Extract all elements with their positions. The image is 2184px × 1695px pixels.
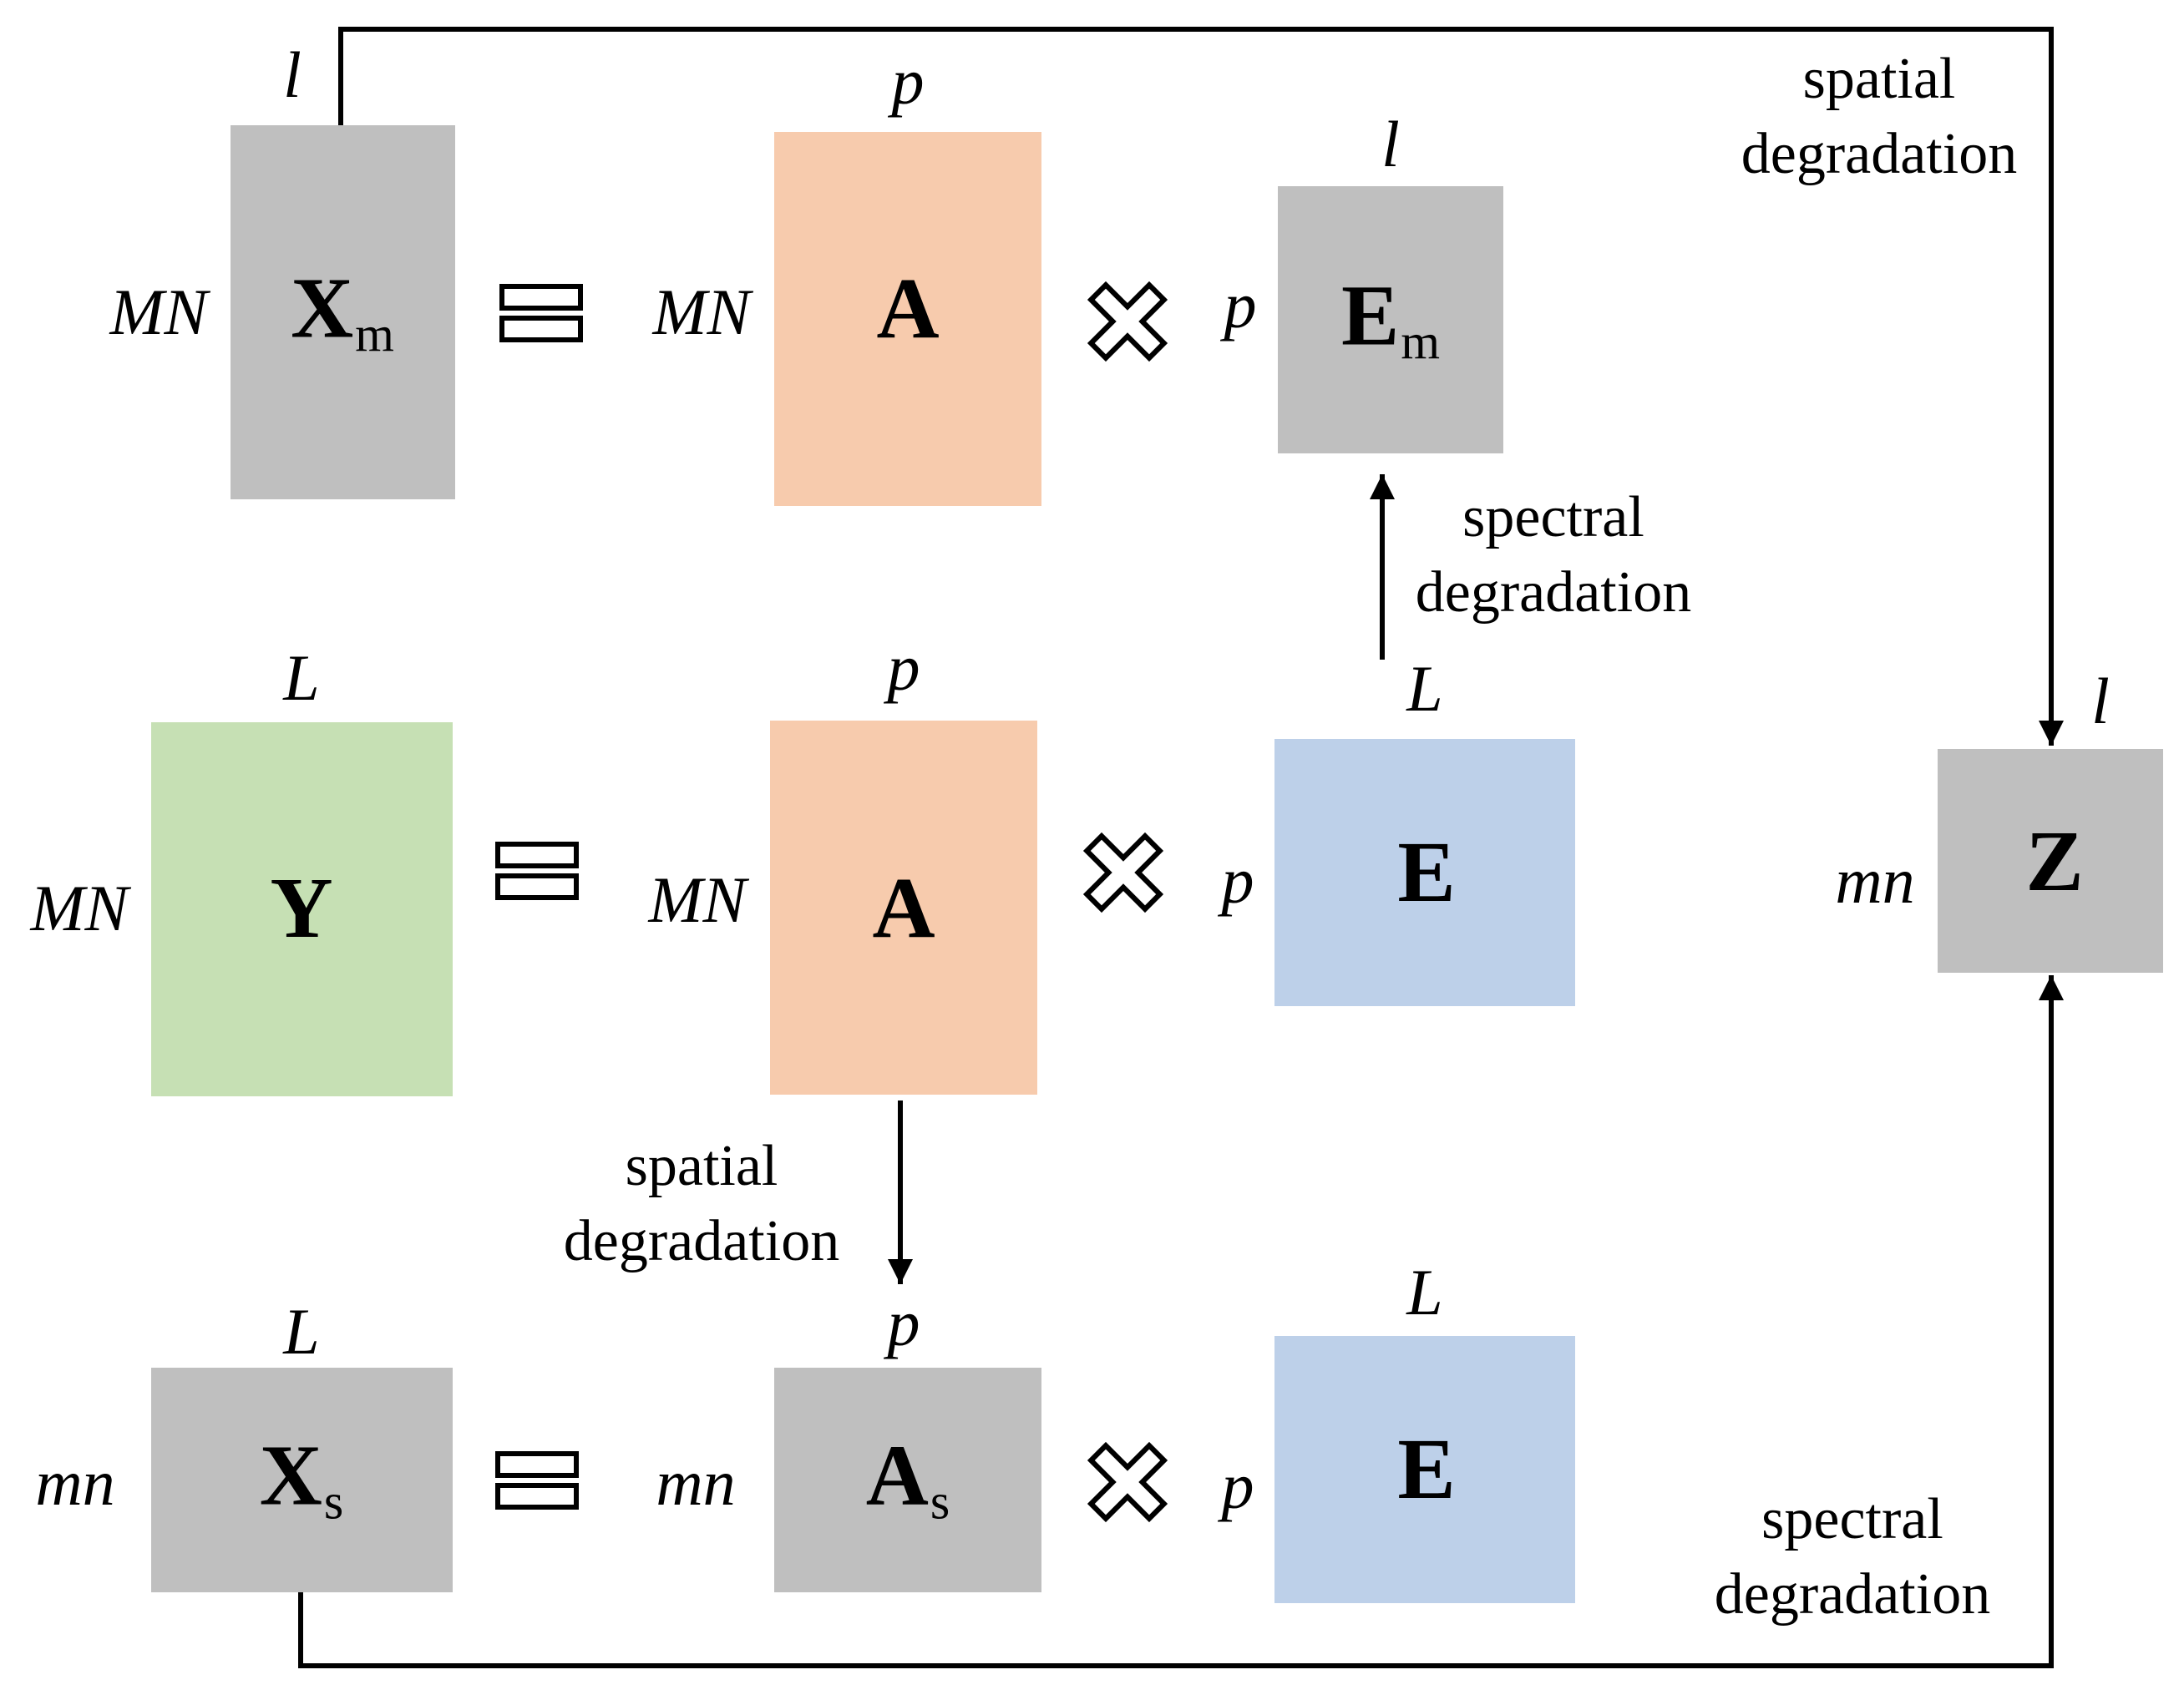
- block-z-cols: l: [2091, 665, 2110, 737]
- block-as-rows: mn: [656, 1446, 736, 1519]
- block-as: [774, 1368, 1041, 1592]
- block-as-label: As: [865, 1427, 950, 1530]
- block-xm-cols: l: [283, 38, 302, 111]
- block-e-mid-label: E: [1397, 824, 1456, 920]
- equals-icon: [495, 842, 579, 900]
- block-xm-rows: MN: [109, 276, 208, 348]
- block-z-label: Z: [2025, 813, 2084, 909]
- block-xs-rows: mn: [35, 1446, 115, 1519]
- note-left-bottom: spatial degradation: [563, 1134, 840, 1273]
- times-icon: [1087, 1441, 1168, 1523]
- block-xm: [231, 125, 455, 499]
- block-e-bot-label: E: [1397, 1421, 1456, 1517]
- times-icon: [1087, 281, 1168, 362]
- xm-to-z-connector: [338, 27, 2064, 746]
- block-xm-label: Xm: [291, 260, 394, 362]
- block-z-rows: mn: [1835, 844, 1915, 917]
- note-bottom-right: spectral degradation: [1714, 1487, 1991, 1627]
- block-em-label: Em: [1340, 267, 1441, 370]
- equals-icon: [495, 1451, 579, 1510]
- xs-to-z-connector: [298, 975, 2064, 1668]
- equals-icon: [499, 284, 583, 342]
- note-mid: spectral degradation: [1415, 485, 1692, 625]
- block-as-cols: p: [887, 1287, 920, 1359]
- block-e-mid-cols: L: [1406, 652, 1443, 725]
- block-em-rows: p: [1224, 269, 1257, 342]
- block-a-top-label: A: [876, 261, 940, 357]
- block-y-rows: MN: [30, 872, 129, 944]
- block-a-mid-cols: p: [887, 631, 920, 704]
- block-e-bot-rows: p: [1221, 1450, 1254, 1522]
- block-a-mid-rows: MN: [648, 863, 747, 936]
- block-a-top: [774, 132, 1041, 506]
- block-a-mid-label: A: [872, 860, 935, 956]
- block-e-bot-cols: L: [1406, 1256, 1443, 1328]
- block-em: [1278, 186, 1503, 453]
- block-em-cols: l: [1381, 108, 1400, 180]
- block-z: [1938, 749, 2163, 973]
- note-top-right: spatial degradation: [1741, 47, 2018, 186]
- block-e-mid-rows: p: [1221, 844, 1254, 917]
- block-xs-cols: L: [283, 1295, 320, 1368]
- block-a-top-rows: MN: [652, 276, 751, 348]
- block-y: [151, 722, 453, 1096]
- block-y-cols: L: [283, 641, 320, 714]
- block-a-top-cols: p: [891, 45, 925, 118]
- block-e-mid: [1274, 739, 1575, 1006]
- times-icon: [1082, 832, 1164, 913]
- block-a-mid: [770, 721, 1037, 1095]
- block-xs-label: Xs: [259, 1427, 344, 1530]
- block-e-bot: [1274, 1336, 1575, 1603]
- block-y-label: Y: [270, 860, 333, 956]
- block-xs: [151, 1368, 453, 1592]
